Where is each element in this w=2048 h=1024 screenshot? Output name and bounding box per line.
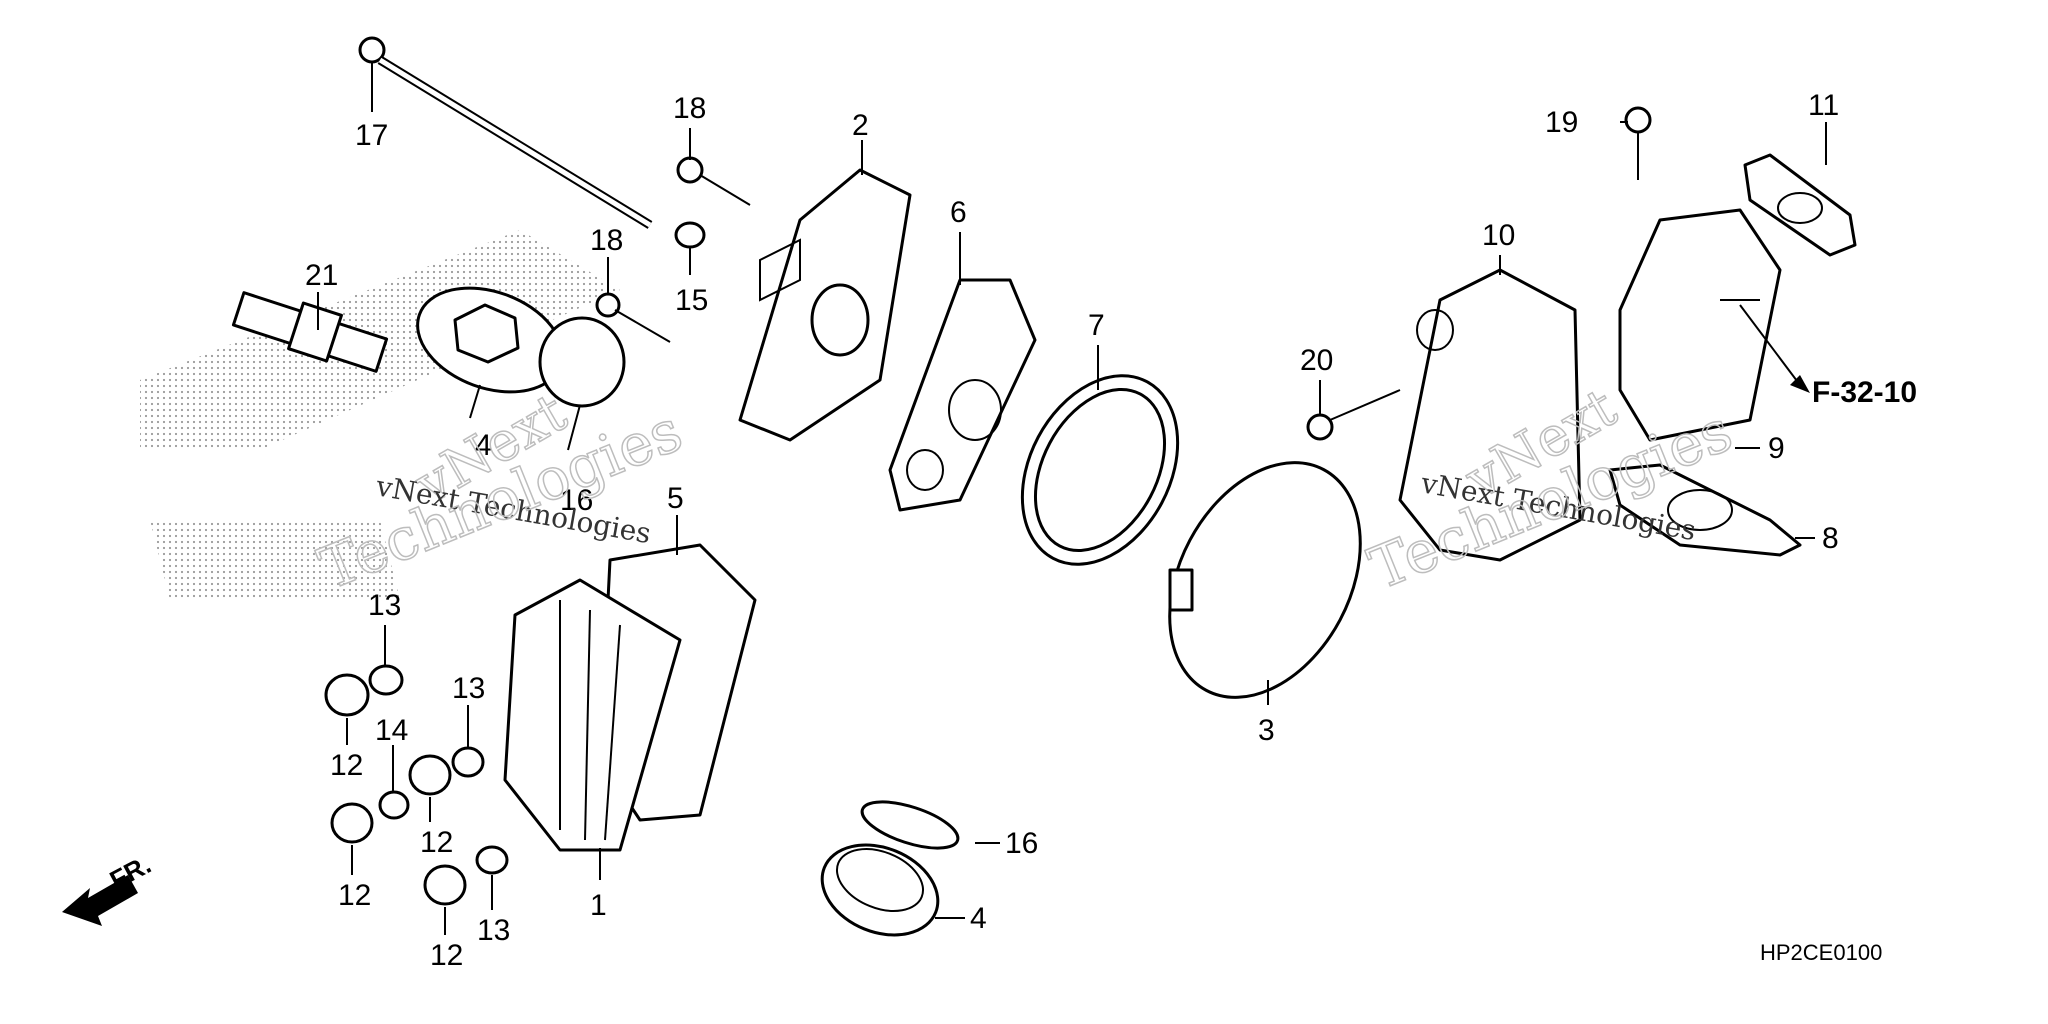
part-4-plug-lower <box>820 843 940 937</box>
part-16-o-ring-upper <box>538 316 626 408</box>
callout-7: 7 <box>1088 309 1105 342</box>
callout-13-b: 13 <box>452 672 485 705</box>
part-3-round-cover <box>1168 461 1362 699</box>
callout-16-lower: 16 <box>1005 827 1038 860</box>
callout-1: 1 <box>590 889 607 922</box>
reference-arrowhead <box>1790 375 1810 393</box>
callout-13-c: 13 <box>477 914 510 947</box>
callout-3: 3 <box>1258 714 1275 747</box>
part-7-o-ring <box>1020 374 1180 566</box>
callout-15: 15 <box>675 284 708 317</box>
part-18-bolt-upper <box>676 156 751 206</box>
reference-arrow <box>1739 304 1801 386</box>
callout-10: 10 <box>1482 219 1515 252</box>
part-8-gasket <box>1608 463 1802 557</box>
part-20-bolt <box>1306 389 1401 441</box>
callout-13-a: 13 <box>368 589 401 622</box>
front-arrow <box>62 875 138 926</box>
callout-5: 5 <box>667 482 684 515</box>
callout-20: 20 <box>1300 344 1333 377</box>
reference-label: F-32-10 <box>1812 376 1917 409</box>
callout-9: 9 <box>1768 432 1785 465</box>
part-6-gasket <box>888 278 1037 512</box>
callout-12-a: 12 <box>330 749 363 782</box>
callout-2: 2 <box>852 109 869 142</box>
diagram-code: HP2CE0100 <box>1760 940 1882 965</box>
callout-19: 19 <box>1545 106 1578 139</box>
part-11-insulator <box>1743 153 1857 257</box>
part-18-bolt-lower <box>595 292 671 343</box>
callout-8: 8 <box>1822 522 1839 555</box>
callout-14: 14 <box>375 714 408 747</box>
part-2-finned-cover <box>738 168 912 442</box>
part-17-bolt <box>358 36 653 229</box>
part-10-intake-housing <box>1398 268 1582 562</box>
callout-18-lower: 18 <box>590 224 623 257</box>
callout-labels: 17 18 15 18 21 4 16 2 6 7 5 3 20 10 19 1… <box>305 89 1839 972</box>
leader-lines <box>317 62 1827 935</box>
part-15-washer <box>674 221 706 249</box>
callout-4-lower: 4 <box>970 902 987 935</box>
callout-11: 11 <box>1808 89 1839 122</box>
part-1-cylinder-head-cover <box>503 578 682 852</box>
callout-12-b: 12 <box>420 826 453 859</box>
nuts-and-washers <box>324 664 509 906</box>
callout-17: 17 <box>355 119 388 152</box>
callout-16-upper: 16 <box>560 484 593 517</box>
part-16-o-ring-lower <box>860 800 960 850</box>
part-21-spark-plug <box>231 291 389 373</box>
part-9-intake-manifold <box>1618 208 1782 442</box>
callout-21: 21 <box>305 259 338 292</box>
callout-6: 6 <box>950 196 967 229</box>
callout-18-upper: 18 <box>673 92 706 125</box>
callout-12-d: 12 <box>430 939 463 972</box>
callout-12-c: 12 <box>338 879 371 912</box>
callout-4-upper: 4 <box>475 429 492 462</box>
part-19-bolt <box>1624 106 1652 180</box>
